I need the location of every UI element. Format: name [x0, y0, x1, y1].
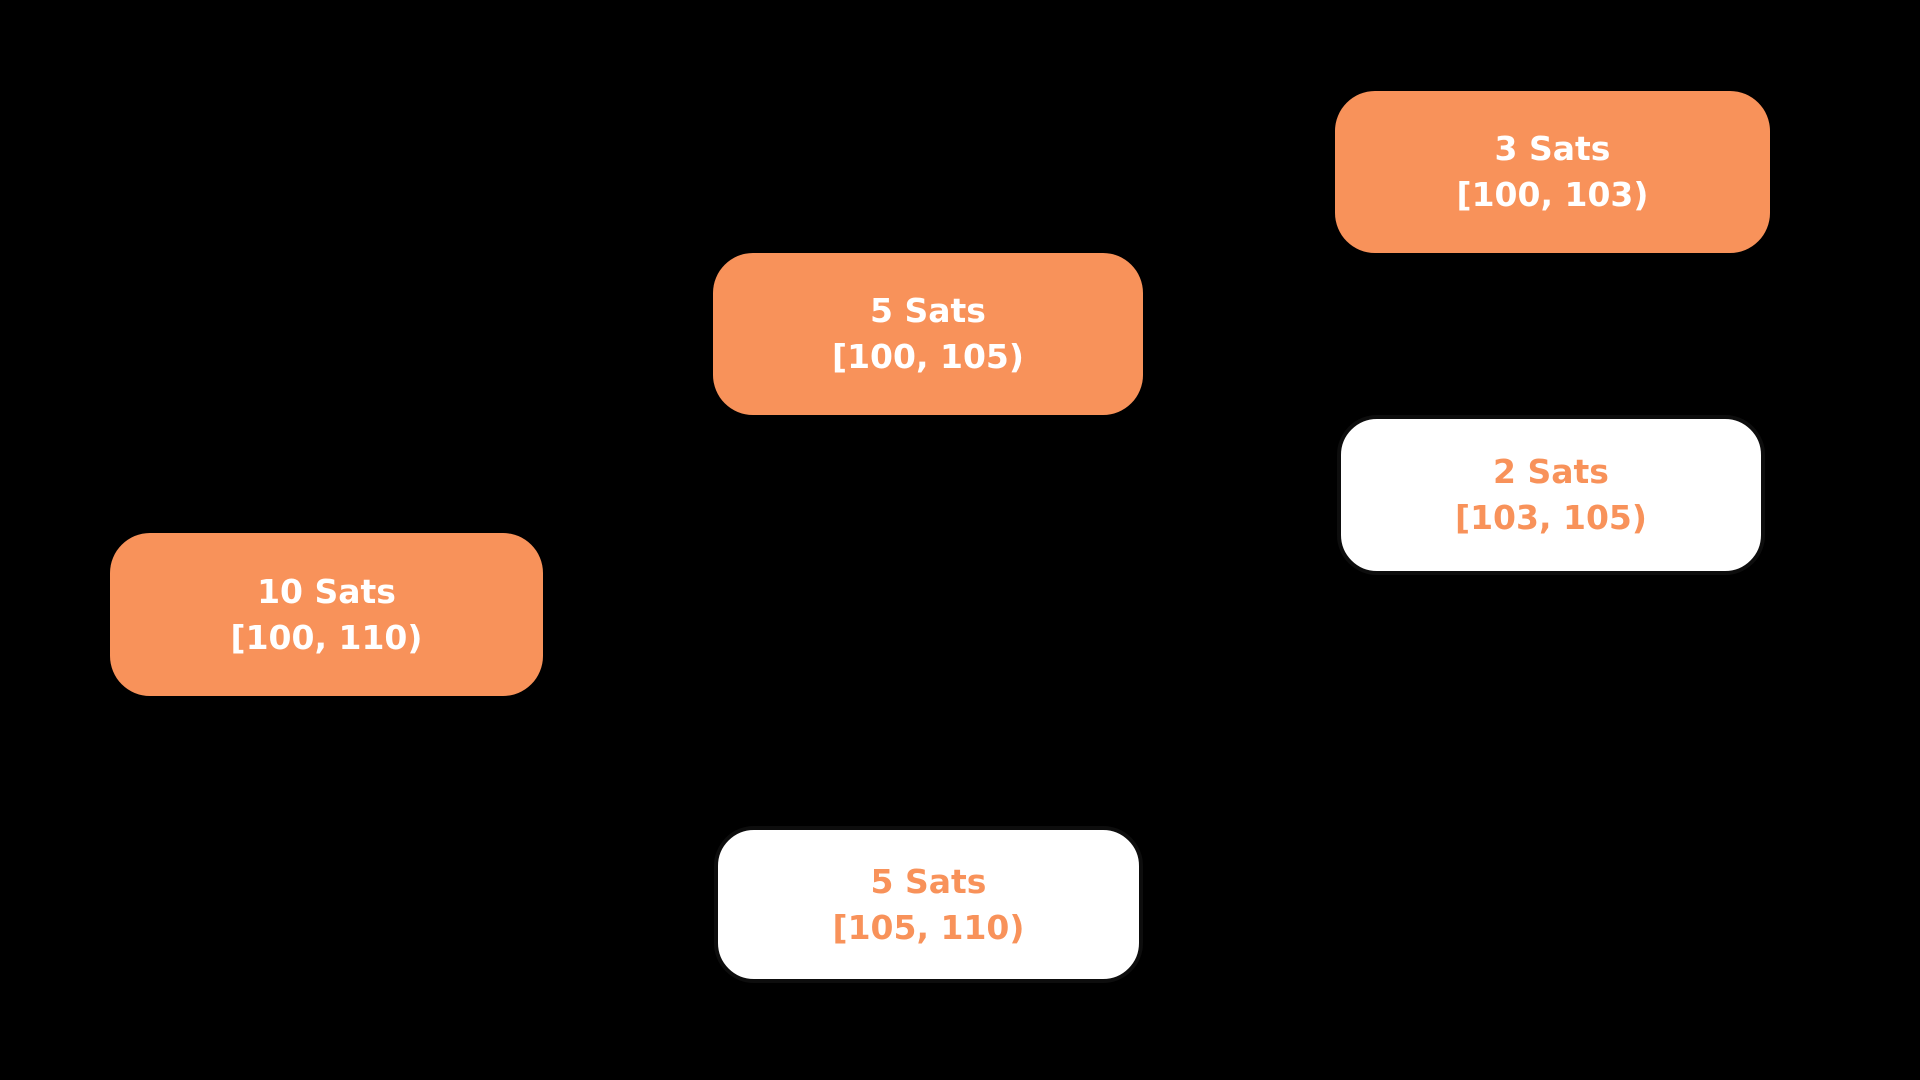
node-range-label: [100, 105) — [832, 337, 1024, 376]
node-amount-label: 10 Sats — [257, 571, 396, 611]
node-range-label: [103, 105) — [1455, 498, 1647, 537]
node-range-label: [105, 110) — [832, 907, 1025, 947]
node-range-label: [100, 110) — [230, 617, 423, 657]
node-amount-label: 3 Sats — [1494, 129, 1611, 168]
node-sats-5-range-105-110: 5 Sats [105, 110) — [714, 826, 1143, 983]
node-amount-label: 2 Sats — [1493, 452, 1609, 491]
node-sats-5-range-100-105: 5 Sats [100, 105) — [713, 253, 1143, 415]
node-sats-2-range-103-105: 2 Sats [103, 105) — [1337, 415, 1765, 575]
node-range-label: [100, 103) — [1456, 175, 1649, 214]
node-sats-3-range-100-103: 3 Sats [100, 103) — [1335, 91, 1770, 253]
node-amount-label: 5 Sats — [870, 291, 986, 330]
node-amount-label: 5 Sats — [870, 861, 987, 901]
node-sats-10-range-100-110: 10 Sats [100, 110) — [110, 533, 543, 696]
